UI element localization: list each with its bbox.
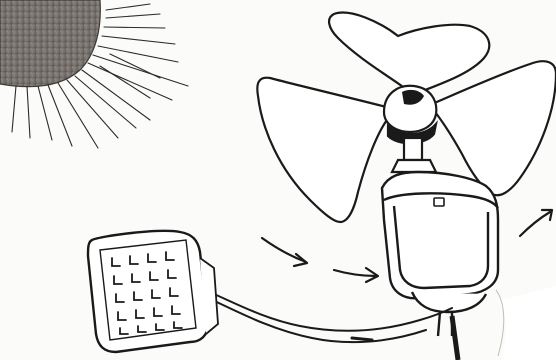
fan-blade-icon — [329, 13, 489, 92]
motor-slot — [434, 198, 444, 206]
wire — [204, 296, 426, 342]
sunray-icon — [88, 63, 172, 100]
motor — [382, 172, 498, 336]
sunray-icon — [106, 4, 150, 10]
arrow-icon — [520, 210, 552, 236]
sunray-icon — [106, 14, 160, 18]
paper-edge — [498, 286, 556, 360]
sunray-icon — [27, 86, 30, 138]
sunray-icon — [67, 80, 118, 138]
sun — [0, 0, 188, 148]
fan-blade-icon — [257, 78, 390, 222]
arrow-icon — [262, 238, 307, 266]
propeller-hub — [384, 86, 436, 172]
sunray-icon — [82, 70, 150, 120]
arrow-icon — [334, 268, 378, 282]
sun-icon — [0, 0, 100, 87]
sunray-icon — [110, 54, 160, 78]
sunray-icon — [12, 86, 16, 132]
shaft-base — [392, 160, 436, 172]
motor-icon — [382, 172, 498, 298]
motor-wire-lead — [452, 316, 458, 360]
wire-tab — [352, 338, 372, 340]
motor-shaft — [404, 138, 422, 160]
sunray-icon — [38, 86, 52, 140]
solar-panel — [88, 231, 218, 352]
sunray-icon — [104, 27, 165, 28]
sunray-icon — [102, 36, 175, 44]
motor-terminal — [438, 312, 452, 336]
